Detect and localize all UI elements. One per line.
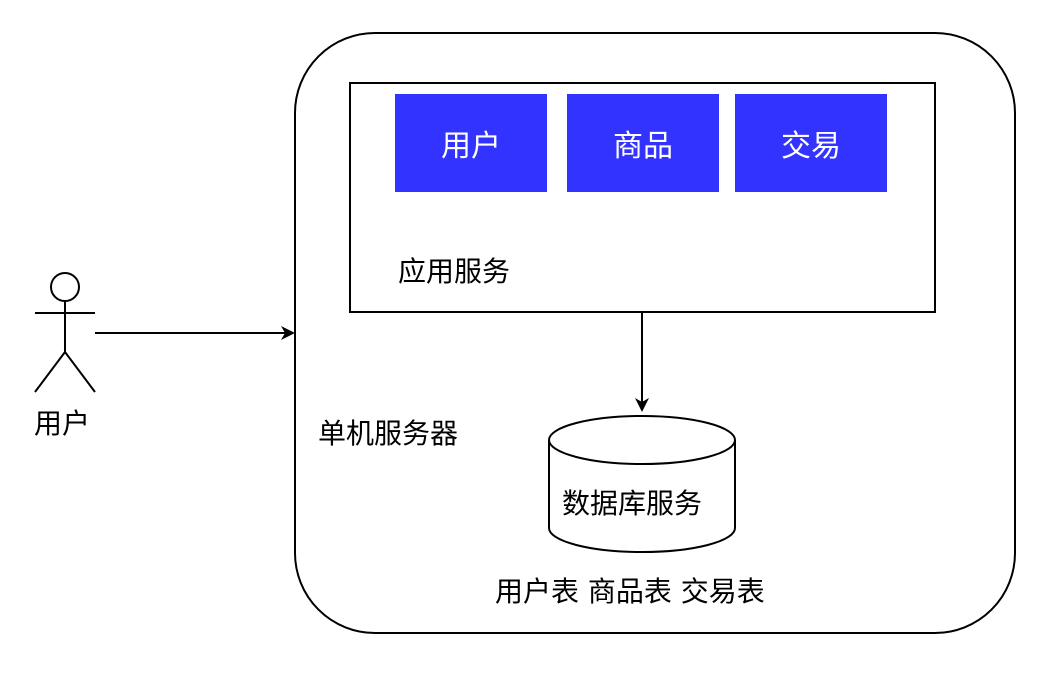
database-label: 数据库服务 bbox=[562, 487, 703, 520]
module-transaction: 交易 bbox=[735, 94, 887, 192]
module-user: 用户 bbox=[395, 94, 547, 192]
module-product: 商品 bbox=[567, 94, 719, 192]
server-container bbox=[294, 32, 1016, 634]
user-actor-icon bbox=[34, 272, 96, 393]
app-service-label: 应用服务 bbox=[398, 255, 511, 288]
database-cylinder-icon bbox=[548, 415, 736, 553]
database-tables-label: 用户表 商品表 交易表 bbox=[495, 575, 765, 608]
server-label: 单机服务器 bbox=[318, 417, 459, 450]
actor-label: 用户 bbox=[34, 407, 91, 440]
